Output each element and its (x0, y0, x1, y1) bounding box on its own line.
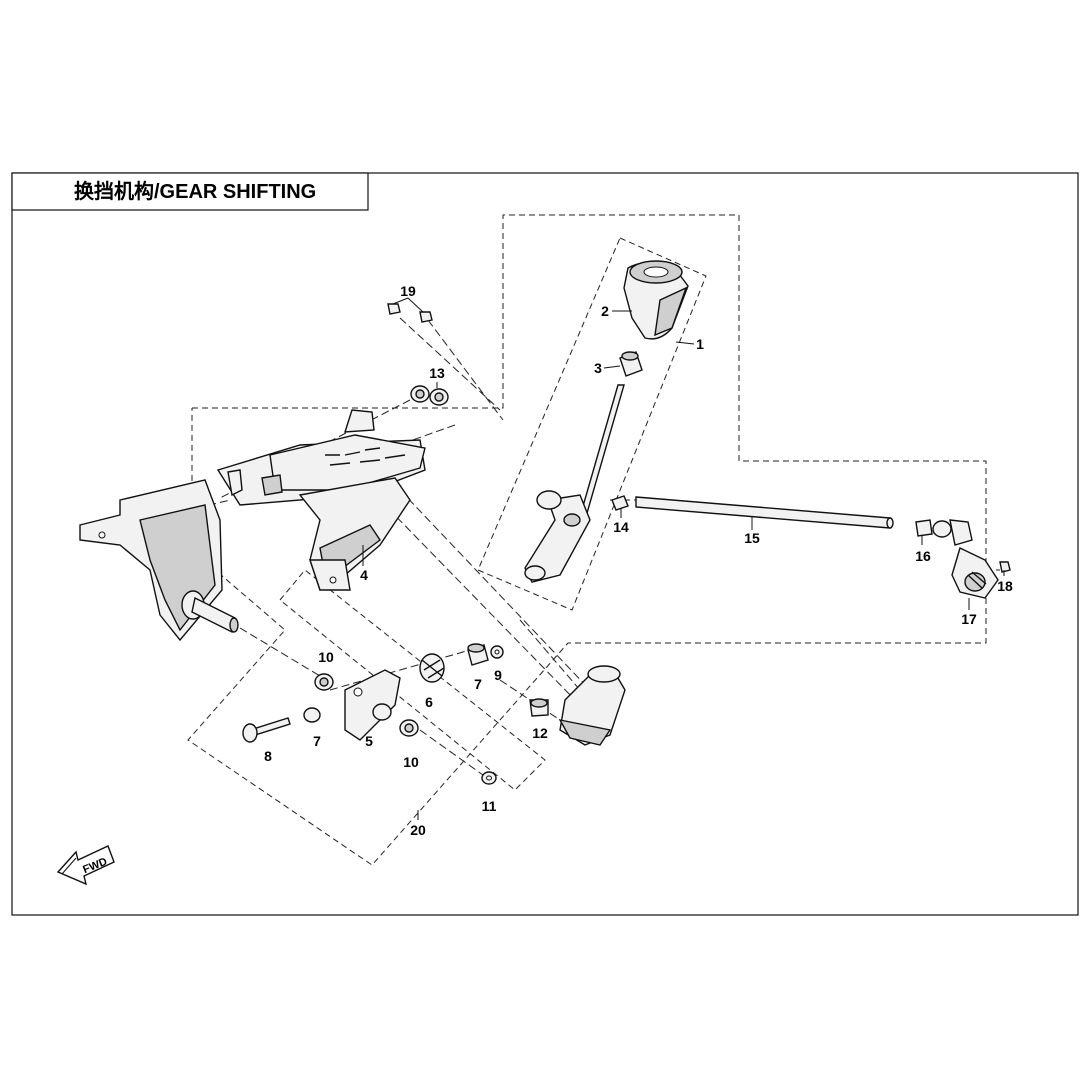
pivot-bracket-hole (353, 687, 363, 697)
callout-12: 12 (532, 725, 548, 741)
pivot-housing-base (558, 719, 612, 746)
shift-lever-eye (524, 565, 546, 581)
leader-line (519, 619, 581, 691)
bolt-18 (999, 561, 1011, 573)
bushing-7-left (303, 707, 321, 723)
pivot-shaft-end (229, 617, 239, 633)
callout-7b: 7 (313, 733, 321, 749)
callout-tick (392, 297, 409, 305)
shift-gate-clip (261, 474, 283, 496)
nut-13a (410, 385, 430, 403)
callout-6: 6 (425, 694, 433, 710)
callout-9: 9 (494, 667, 502, 683)
shift-arm (932, 519, 999, 599)
leader-line (399, 317, 501, 411)
pivot-shaft (191, 596, 236, 634)
pivot-bolt (242, 717, 291, 743)
callout-15: 15 (744, 530, 760, 546)
callout-5: 5 (365, 733, 373, 749)
callout-13: 13 (429, 365, 445, 381)
leader-line (329, 649, 471, 691)
nut-16 (915, 519, 933, 537)
callout-18: 18 (997, 578, 1013, 594)
shift-lever-ball (536, 490, 562, 510)
callout-10a: 10 (318, 649, 334, 665)
pivot-housing-top (587, 665, 621, 683)
diagram-title: 换挡机构/GEAR SHIFTING (74, 179, 316, 203)
shift-gate-slots (325, 447, 406, 466)
callout-11: 11 (482, 798, 497, 814)
nut-13b (429, 388, 449, 406)
callout-20: 20 (410, 822, 426, 838)
callout-8: 8 (264, 748, 272, 764)
callout-7a: 7 (474, 676, 482, 692)
callout-tick (603, 365, 621, 369)
callout-2: 2 (601, 303, 609, 319)
pivot-bracket-tube (372, 703, 392, 721)
callout-14: 14 (613, 519, 629, 535)
callout-4: 4 (360, 567, 368, 583)
shift-rod-end (886, 517, 894, 529)
bracket-group-outline (279, 569, 546, 791)
title-box (11, 172, 369, 211)
bolt-19a (387, 303, 401, 315)
shift-gate-hole (329, 576, 337, 584)
bolt-12 (529, 698, 549, 717)
shift-knob-emblem (643, 266, 669, 278)
bushing-10-upper (314, 673, 334, 691)
shift-lever-group-outline (477, 237, 707, 611)
shift-gate-latch (227, 469, 243, 497)
shift-lever-pivot (563, 513, 581, 527)
shift-gate-top (269, 434, 426, 491)
pivot-bracket (344, 669, 401, 741)
bushing-10-lower (399, 719, 419, 737)
callout-tick (407, 297, 424, 313)
frame-bracket-hole (98, 531, 106, 539)
bolt-19b (419, 311, 433, 323)
torsion-spring (419, 653, 445, 683)
leader-line (239, 627, 321, 677)
fwd-arrow-icon: FWD (56, 845, 115, 886)
callout-3: 3 (594, 360, 602, 376)
shift-knob-side (654, 286, 688, 337)
callout-16: 16 (915, 548, 931, 564)
shift-rod (635, 496, 891, 529)
washer-11 (481, 771, 497, 785)
diagram-frame (11, 172, 1079, 916)
leader-line (379, 499, 576, 701)
leader-line (399, 489, 591, 691)
nut-14 (611, 495, 629, 511)
knob-nut (619, 351, 643, 377)
washer-9 (490, 645, 504, 659)
leader-line (419, 729, 491, 781)
shift-gate-mount-ear (344, 409, 375, 433)
callout-17: 17 (961, 611, 977, 627)
shift-gate-bracket-lower (309, 559, 351, 591)
bushing-7-right (467, 643, 489, 666)
leader-line (427, 319, 504, 421)
callout-19: 19 (400, 283, 416, 299)
callout-tick (675, 341, 695, 345)
upper-assembly-outline (187, 214, 987, 866)
callout-10b: 10 (403, 754, 419, 770)
callout-1: 1 (696, 336, 704, 352)
